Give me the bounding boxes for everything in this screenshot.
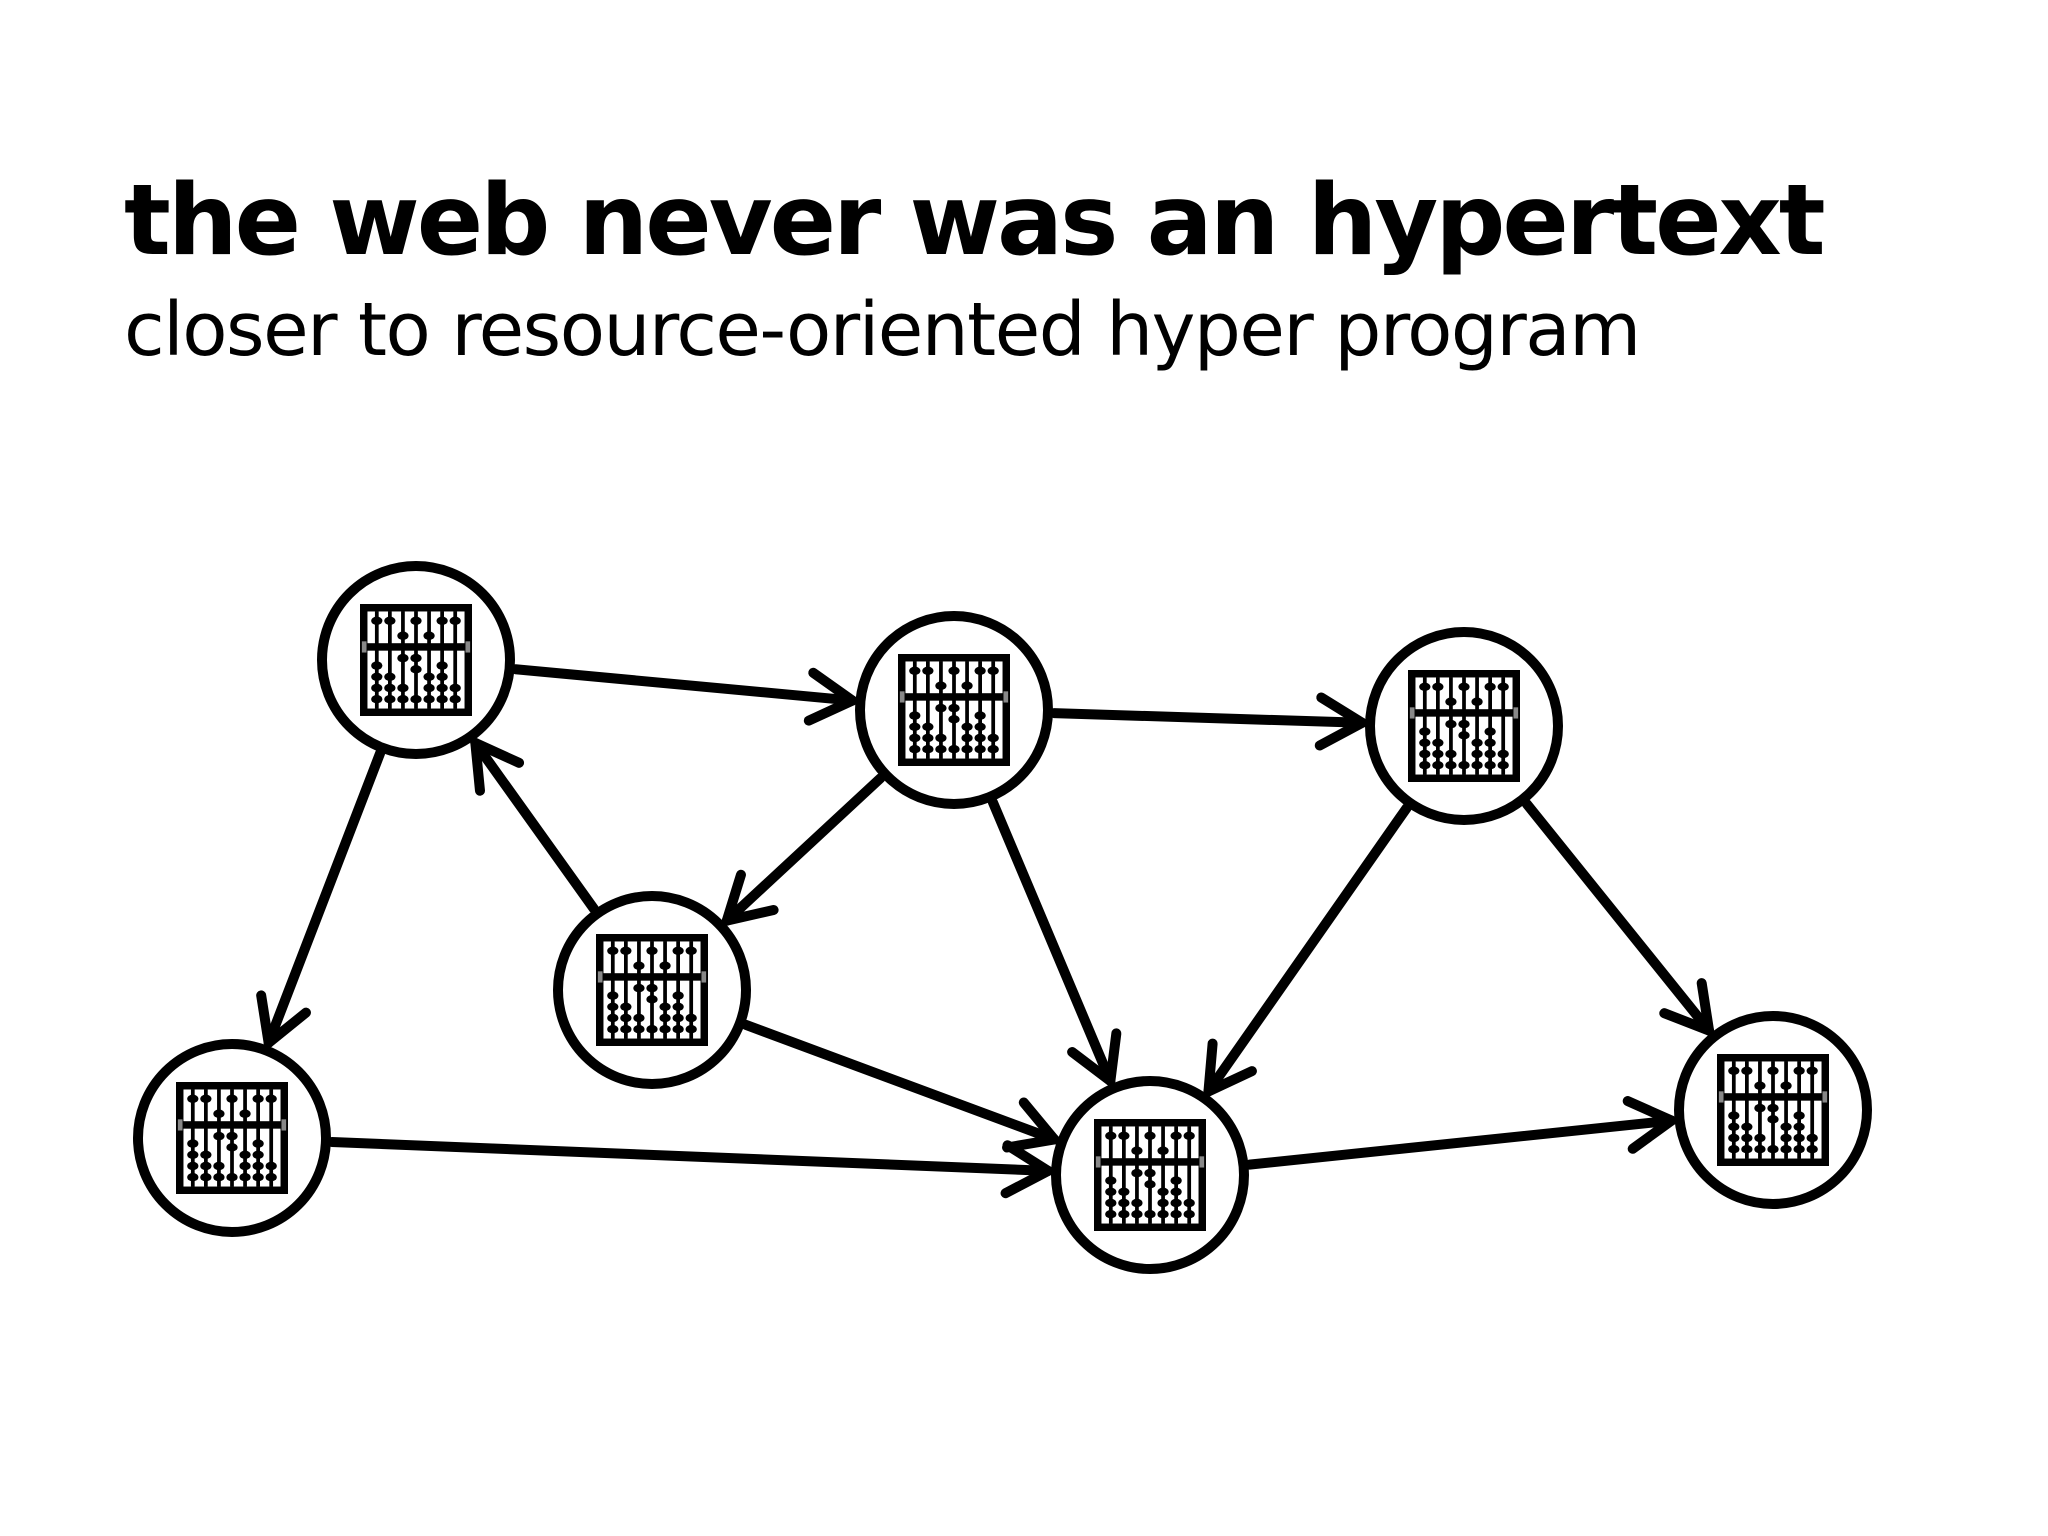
edge-line	[740, 1019, 1060, 1145]
edge-n3-n6	[1203, 802, 1412, 1097]
node-n6	[1051, 1076, 1249, 1274]
abacus-icon	[176, 1082, 288, 1194]
edge-n5-n6	[326, 1137, 1054, 1199]
arrowhead	[1002, 1097, 1060, 1153]
edge-line	[1048, 708, 1368, 728]
arrowhead	[1659, 978, 1715, 1036]
edge-n6-n7	[1244, 1096, 1677, 1170]
arrowhead	[1000, 1140, 1054, 1199]
arrowhead	[1203, 1038, 1257, 1097]
node-n4	[553, 891, 751, 1089]
edge-n2-n3	[1048, 692, 1368, 751]
edge-line	[470, 737, 599, 914]
slide-title: the web never was an hypertext	[124, 164, 1826, 278]
abacus-icon	[1717, 1054, 1829, 1166]
edge-n1-n2	[510, 664, 858, 726]
node-n2	[855, 611, 1053, 809]
edge-n1-n5	[256, 748, 386, 1048]
arrowhead	[1314, 692, 1368, 751]
abacus-icon	[898, 654, 1010, 766]
slide-subtitle: closer to resource-oriented hyper progra…	[124, 287, 1641, 373]
edge-line	[1203, 802, 1412, 1097]
edge-line	[326, 1137, 1054, 1176]
edge-n2-n6	[987, 797, 1122, 1087]
abacus-icon	[1094, 1119, 1206, 1231]
edge-n2-n4	[721, 772, 886, 926]
node-n5	[133, 1039, 331, 1237]
arrowhead	[803, 667, 858, 726]
arrowhead	[1067, 1028, 1122, 1087]
nodes-layer	[133, 561, 1872, 1274]
edge-line	[263, 748, 386, 1048]
arrowhead	[1622, 1096, 1677, 1154]
abacus-icon	[360, 604, 472, 716]
edge-n4-n1	[470, 737, 599, 914]
abacus-icon	[596, 934, 708, 1046]
edge-n3-n7	[1521, 798, 1715, 1036]
node-n1	[317, 561, 515, 759]
edges-layer	[256, 664, 1715, 1199]
edge-line	[987, 797, 1116, 1087]
edge-line	[510, 664, 858, 706]
arrowhead	[470, 737, 525, 796]
edge-n4-n6	[740, 1019, 1060, 1153]
node-n3	[1365, 627, 1563, 825]
arrowhead	[256, 990, 311, 1048]
edge-line	[1244, 1115, 1677, 1170]
node-n7	[1674, 1011, 1872, 1209]
edge-line	[721, 772, 886, 926]
arrowhead	[721, 869, 779, 926]
edge-line	[1521, 798, 1715, 1036]
abacus-icon	[1408, 670, 1520, 782]
